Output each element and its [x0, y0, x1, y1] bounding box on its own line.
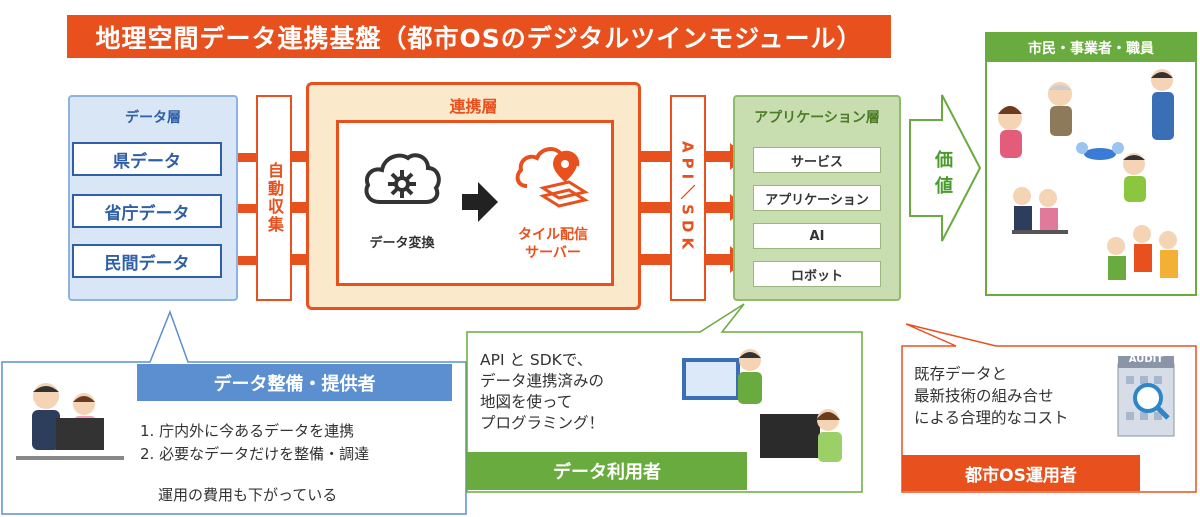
value-label: 価値 [932, 150, 953, 202]
server-label-1: タイル配信 [518, 227, 588, 243]
user-line-4: プログラミング！ [480, 414, 605, 432]
link-layer-header: 連携層 [449, 97, 498, 116]
cloud-gear-icon [364, 153, 441, 204]
user-illustration [682, 349, 842, 462]
source-ministry: 省庁データ [72, 194, 222, 228]
source-prefecture: 県データ [72, 142, 222, 176]
source-private: 民間データ [72, 244, 222, 278]
users-header: 市民・事業者・職員 [987, 34, 1195, 62]
users-illustration [998, 69, 1178, 280]
auto-collect-box: 自動収集 [256, 95, 292, 301]
operator-title: 都市OS運用者 [902, 455, 1140, 491]
operator-line-1: 既存データと [914, 365, 1008, 383]
convert-arrow-icon [462, 182, 498, 222]
provider-line-1: 1. 庁内外に今あるデータを連携 [140, 422, 355, 440]
provider-callout-frame [1, 309, 467, 515]
page-title: 地理空間データ連携基盤（都市OSのデジタルツインモジュール） [67, 15, 891, 58]
app-item-service: サービス [753, 147, 881, 173]
app-item-robot: ロボット [753, 261, 881, 287]
application-layer-header: アプリケーション層 [754, 110, 880, 126]
app-item-application: アプリケーション [753, 185, 881, 211]
provider-illustration [16, 383, 124, 460]
api-sdk-box: API／SDK [670, 95, 706, 301]
operator-line-3: による合理的なコスト [914, 409, 1069, 427]
app-item-ai: AI [753, 223, 881, 249]
tile-server-icon [515, 147, 589, 208]
user-line-3: 地図を使って [480, 393, 573, 411]
data-layer-header: データ層 [125, 110, 181, 126]
audit-building-icon [1117, 356, 1175, 437]
user-line-2: データ連携済みの [480, 372, 605, 390]
user-title: データ利用者 [467, 452, 747, 490]
provider-title: データ整備・提供者 [137, 364, 452, 401]
user-line-1: API と SDKで、 [480, 351, 593, 369]
audit-badge: AUDIT [1128, 354, 1164, 365]
provider-line-2: 2. 必要なデータだけを整備・調達 [140, 445, 370, 463]
convert-label: データ変換 [369, 236, 435, 251]
provider-line-3: 運用の費用も下がっている [158, 486, 338, 504]
server-label-2: サーバー [525, 245, 581, 261]
operator-line-2: 最新技術の組み合せ [914, 387, 1054, 405]
